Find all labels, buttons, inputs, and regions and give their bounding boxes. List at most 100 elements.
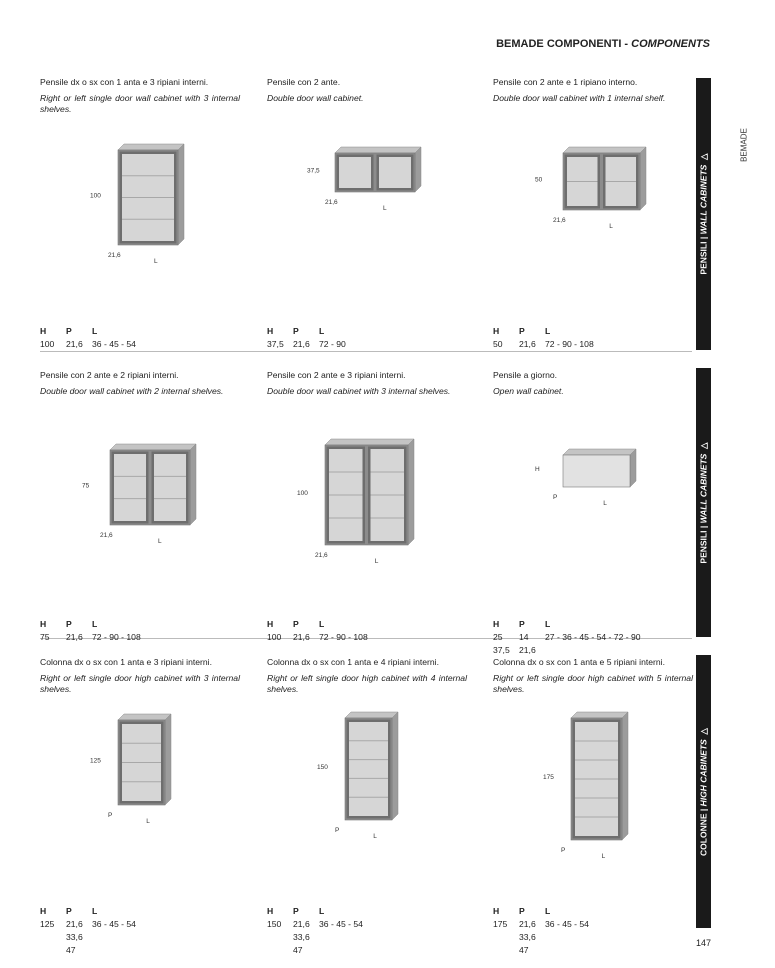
dimension-value: 72 - 90 [319,339,346,349]
product-title-en: Open wall cabinet. [493,386,564,396]
dimension-label-h: H [535,466,540,473]
dimensions-row: 47 [267,945,363,958]
cabinet-top [562,448,637,456]
product-item: Pensile con 2 ante e 3 ripiani interni. … [267,363,472,648]
triangle-icon: △ [698,441,708,449]
dimension-value [40,932,66,945]
header-title: BEMADE COMPONENTI - [496,38,632,50]
dimension-value: 72 - 90 - 108 [92,632,141,642]
column-header: L [545,326,551,336]
dimension-value: 75 [40,632,50,642]
door-glass [339,157,371,188]
cabinet-side [639,146,647,211]
dimension-label-l: L [602,853,606,860]
column-header: L [319,906,325,916]
column-header: L [545,619,551,629]
cabinet-front [562,454,631,488]
cabinet-side [621,711,629,841]
product-title-it: Colonna dx o sx con 1 anta e 3 ripiani i… [40,657,212,667]
dimension-value [493,945,519,958]
dimension-value: 72 - 90 - 108 [545,339,594,349]
column-header: P [66,906,72,916]
dimension-value: 33,6 [519,932,536,942]
dimension-value: 21,6 [519,339,536,349]
dimension-label-p: 21,6 [325,199,338,206]
dimension-value: 125 [40,919,55,929]
column-header: H [40,619,47,629]
dimension-value: 72 - 90 - 108 [319,632,368,642]
dimension-label-h: 50 [535,177,543,184]
dimension-value: 25 [493,632,503,642]
dimension-value: 36 - 45 - 54 [92,339,136,349]
cabinet-top [562,146,647,154]
dimension-value: 36 - 45 - 54 [319,919,363,929]
dimension-value: 47 [66,945,76,955]
product-title-en: Right or left single door high cabinet w… [267,673,467,694]
column-header: H [493,906,500,916]
dimension-value: 47 [293,945,303,955]
dimension-label-p: P [561,847,565,854]
column-header: H [267,619,274,629]
cabinet-top [334,146,422,154]
product-title-it: Colonna dx o sx con 1 anta e 4 ripiani i… [267,657,439,667]
dimension-label-h: 100 [90,193,101,200]
product-title-it: Pensile con 2 ante e 1 ripiano interno. [493,77,638,87]
product-item: Pensile con 2 ante e 2 ripiani interni. … [40,363,245,648]
dimension-label-l: L [146,818,150,825]
dimension-label-l: L [603,500,607,507]
dimension-value: 100 [267,632,282,642]
product-title-en: Double door wall cabinet with 3 internal… [267,386,451,396]
dimension-value: 21,6 [293,632,310,642]
dimension-value: 14 [519,632,529,642]
column-header: H [267,906,274,916]
dimensions-row: 33,6 [267,932,363,945]
column-header: L [92,326,98,336]
dimension-label-p: 21,6 [553,217,566,224]
dimension-value: 21,6 [293,919,310,929]
cabinet-side [407,438,415,546]
cabinet-side [189,443,197,526]
cabinet-side [164,713,172,806]
dimension-label-l: L [375,558,379,565]
cabinet-side [391,711,399,821]
dimension-value: 21,6 [66,339,83,349]
header-title-italic: COMPONENTS [631,38,710,50]
dimension-value: 47 [519,945,529,955]
section-divider [40,351,692,352]
side-tab-wall-cabinets: PENSILI | WALL CABINETS △ [696,368,711,637]
dimension-value [40,945,66,958]
column-header: L [545,906,551,916]
column-header: H [493,326,500,336]
door-glass [154,454,186,521]
dimension-label-h: 37,5 [307,168,320,175]
dimensions-row: 47 [40,945,136,958]
dimension-label-h: 150 [317,764,328,771]
side-tab-wall-cabinets: PENSILI | WALL CABINETS △ [696,78,711,350]
dimension-value: 36 - 45 - 54 [92,919,136,929]
dimension-label-l: L [383,205,387,212]
column-header: P [66,619,72,629]
cabinet-top [109,443,197,451]
dimension-value: 150 [267,919,282,929]
dimension-label-p: 21,6 [315,552,328,559]
cabinet-drawing: 37,5 21,6L [307,146,422,212]
dimensions-row: 150 21,6 36 - 45 - 54 [267,919,363,932]
dimension-label-h: 100 [297,490,308,497]
